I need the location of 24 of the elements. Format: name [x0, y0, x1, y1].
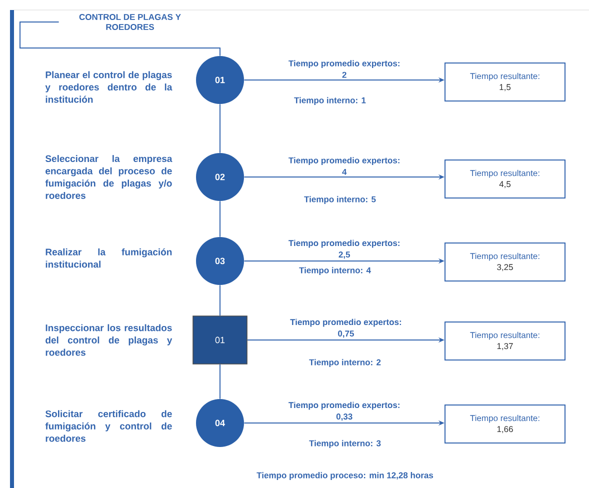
time-label: Tiempo interno: 5: [304, 196, 376, 204]
time-label: Tiempo interno: 3: [309, 440, 381, 448]
step-description: Seleccionar la empresa encargada del proceso de fumigación de plagas y/o roedores: [45, 155, 172, 199]
edge-label: Tiempo promedio expertos: 4: [288, 157, 400, 175]
step-square: 01: [192, 316, 248, 364]
edge-label: Tiempo promedio expertos: 0,75: [290, 318, 402, 338]
result-box: Tiempo resultante: 4,5: [444, 160, 566, 198]
step-description: Inspeccionar los resultados del control de plagas y roedores: [46, 324, 172, 356]
result-box: Tiempo resultante: 1,5: [444, 62, 566, 102]
edge-label: Tiempo promedio expertos: 0,33: [288, 402, 400, 421]
step-description: Solicitar certificado de fumigación y control de roedores: [45, 410, 172, 442]
result-box: Tiempo resultante: 1,37: [444, 322, 566, 360]
time-label: Tiempo interno: 2: [309, 359, 381, 367]
title-text: CONTROL DE PLAGAS Y ROEDORES: [79, 14, 181, 30]
time-label: Tiempo interno: 4: [299, 267, 371, 275]
time-label: Tiempo interno: 1: [294, 97, 366, 105]
result-box: Tiempo resultante: 1,66: [444, 404, 566, 444]
edge-label: Tiempo promedio expertos: 2,5: [288, 240, 400, 259]
step-description: Planear el control de plagas y roedores dentro de la institución: [45, 71, 172, 103]
result-box: Tiempo resultante: 3,25: [444, 242, 566, 282]
edge-label: Tiempo promedio expertos: 2: [288, 60, 400, 78]
step-description: Realizar la fumigación institucional: [46, 248, 172, 268]
bracket-connector: [20, 22, 220, 56]
total-time-label: Tiempo promedio proceso: min 12,28 horas: [256, 472, 434, 480]
